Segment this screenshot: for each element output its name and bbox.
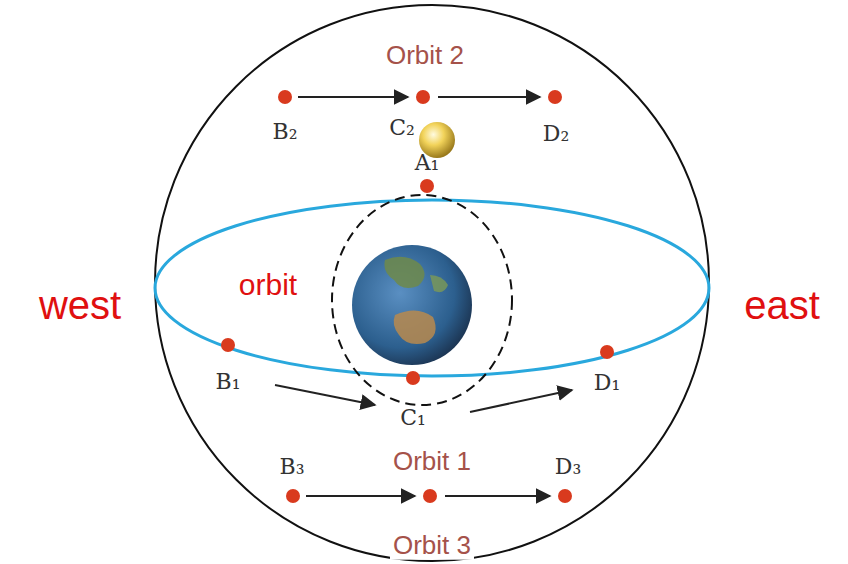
point-label: C₂	[386, 116, 418, 140]
dashed-orbit	[332, 195, 512, 405]
orbit-name: Orbit 3	[390, 531, 474, 560]
orbit-name: Orbit 1	[390, 447, 474, 476]
point-label: D₁	[591, 371, 623, 395]
point-label: B₃	[277, 455, 308, 479]
point-label: D₂	[540, 122, 572, 146]
point-label: B₁	[213, 370, 244, 394]
earth-globe	[352, 245, 472, 365]
celestial-sphere	[155, 5, 709, 561]
point-label: B₂	[270, 120, 301, 144]
equator-ellipse	[155, 200, 709, 376]
direction-label: west	[36, 283, 124, 327]
motion-arrows	[275, 97, 572, 496]
point-label: C₁	[397, 406, 429, 430]
orbit-label: orbit	[236, 268, 300, 301]
orbit-name: Orbit 2	[383, 41, 467, 70]
point-label: A₁	[412, 151, 443, 175]
direction-label: east	[741, 283, 823, 327]
point-label: D₃	[552, 455, 584, 479]
position-dots	[221, 90, 614, 503]
